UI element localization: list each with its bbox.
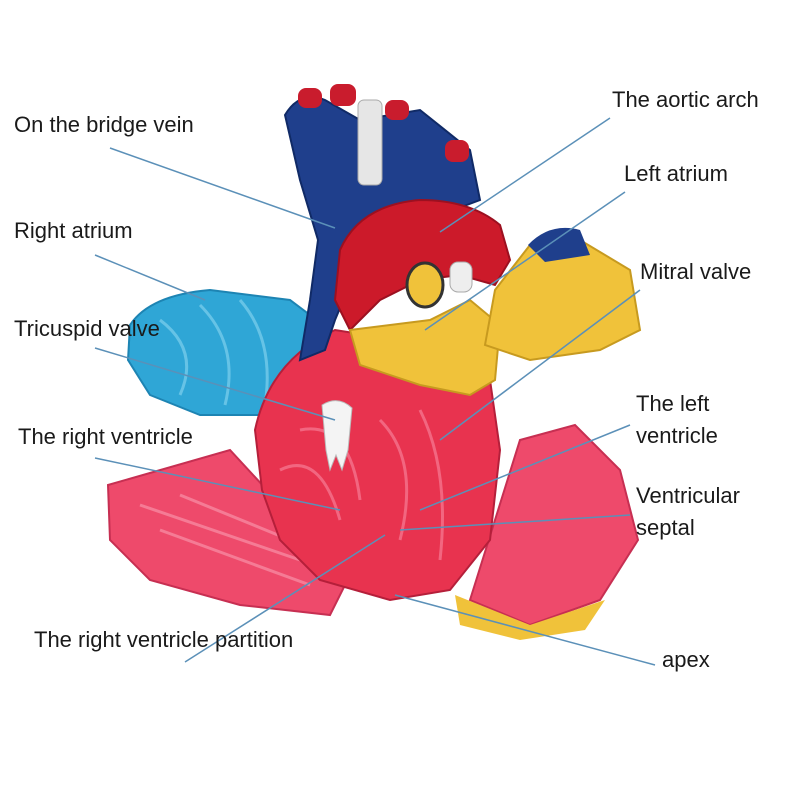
label-right-ventricle: The right ventricle	[18, 424, 193, 449]
label-ventricular-septal-line2: septal	[636, 515, 695, 540]
leader-left-atrium	[424, 191, 626, 331]
leader-apex	[394, 594, 656, 666]
leader-mitral-valve	[439, 289, 641, 441]
label-bridge-vein: On the bridge vein	[14, 112, 194, 137]
label-mitral-valve: Mitral valve	[640, 259, 752, 284]
label-ventricular-septal-line1: Ventricular	[636, 483, 740, 508]
label-aortic-arch: The aortic arch	[612, 87, 759, 112]
leader-ventricular-septal	[399, 514, 631, 531]
label-tricuspid-valve: Tricuspid valve	[14, 316, 160, 341]
vein-vessel-cap-2	[330, 84, 356, 106]
leader-right-atrium	[94, 254, 206, 301]
label-apex: apex	[662, 647, 710, 672]
right-atrium-texture	[159, 299, 269, 406]
left-atrium-blue-edge	[528, 227, 590, 262]
leader-right-ventricle-partition	[184, 534, 386, 663]
valve-opening	[405, 261, 445, 309]
label-left-ventricle-line1: The left	[636, 391, 710, 416]
leader-left-ventricle	[419, 424, 631, 511]
leader-tricuspid-valve	[94, 347, 336, 421]
left-ventricle-flap	[468, 423, 640, 627]
leader-aortic-arch	[439, 117, 611, 233]
label-left-ventricle-line2: ventricle	[636, 423, 718, 448]
right-ventricle-flap	[106, 448, 347, 617]
vein-vessel-cap-3	[385, 100, 409, 120]
vein-vessel-cap-4	[445, 140, 469, 162]
mitral-valve-region	[348, 298, 502, 397]
white-vessel	[357, 99, 383, 186]
vein-vessel-cap-1	[298, 88, 322, 108]
leader-lines	[94, 117, 656, 666]
label-left-atrium: Left atrium	[624, 161, 728, 186]
leader-right-ventricle	[94, 457, 341, 511]
right-ventricle-flap-texture	[139, 493, 311, 587]
label-right-atrium: Right atrium	[14, 218, 133, 243]
leader-bridge-vein	[109, 147, 336, 229]
label-right-ventricle-partition: The right ventricle partition	[34, 627, 294, 652]
white-plug	[449, 261, 473, 293]
left-ventricle-flap-yellow	[455, 595, 605, 640]
